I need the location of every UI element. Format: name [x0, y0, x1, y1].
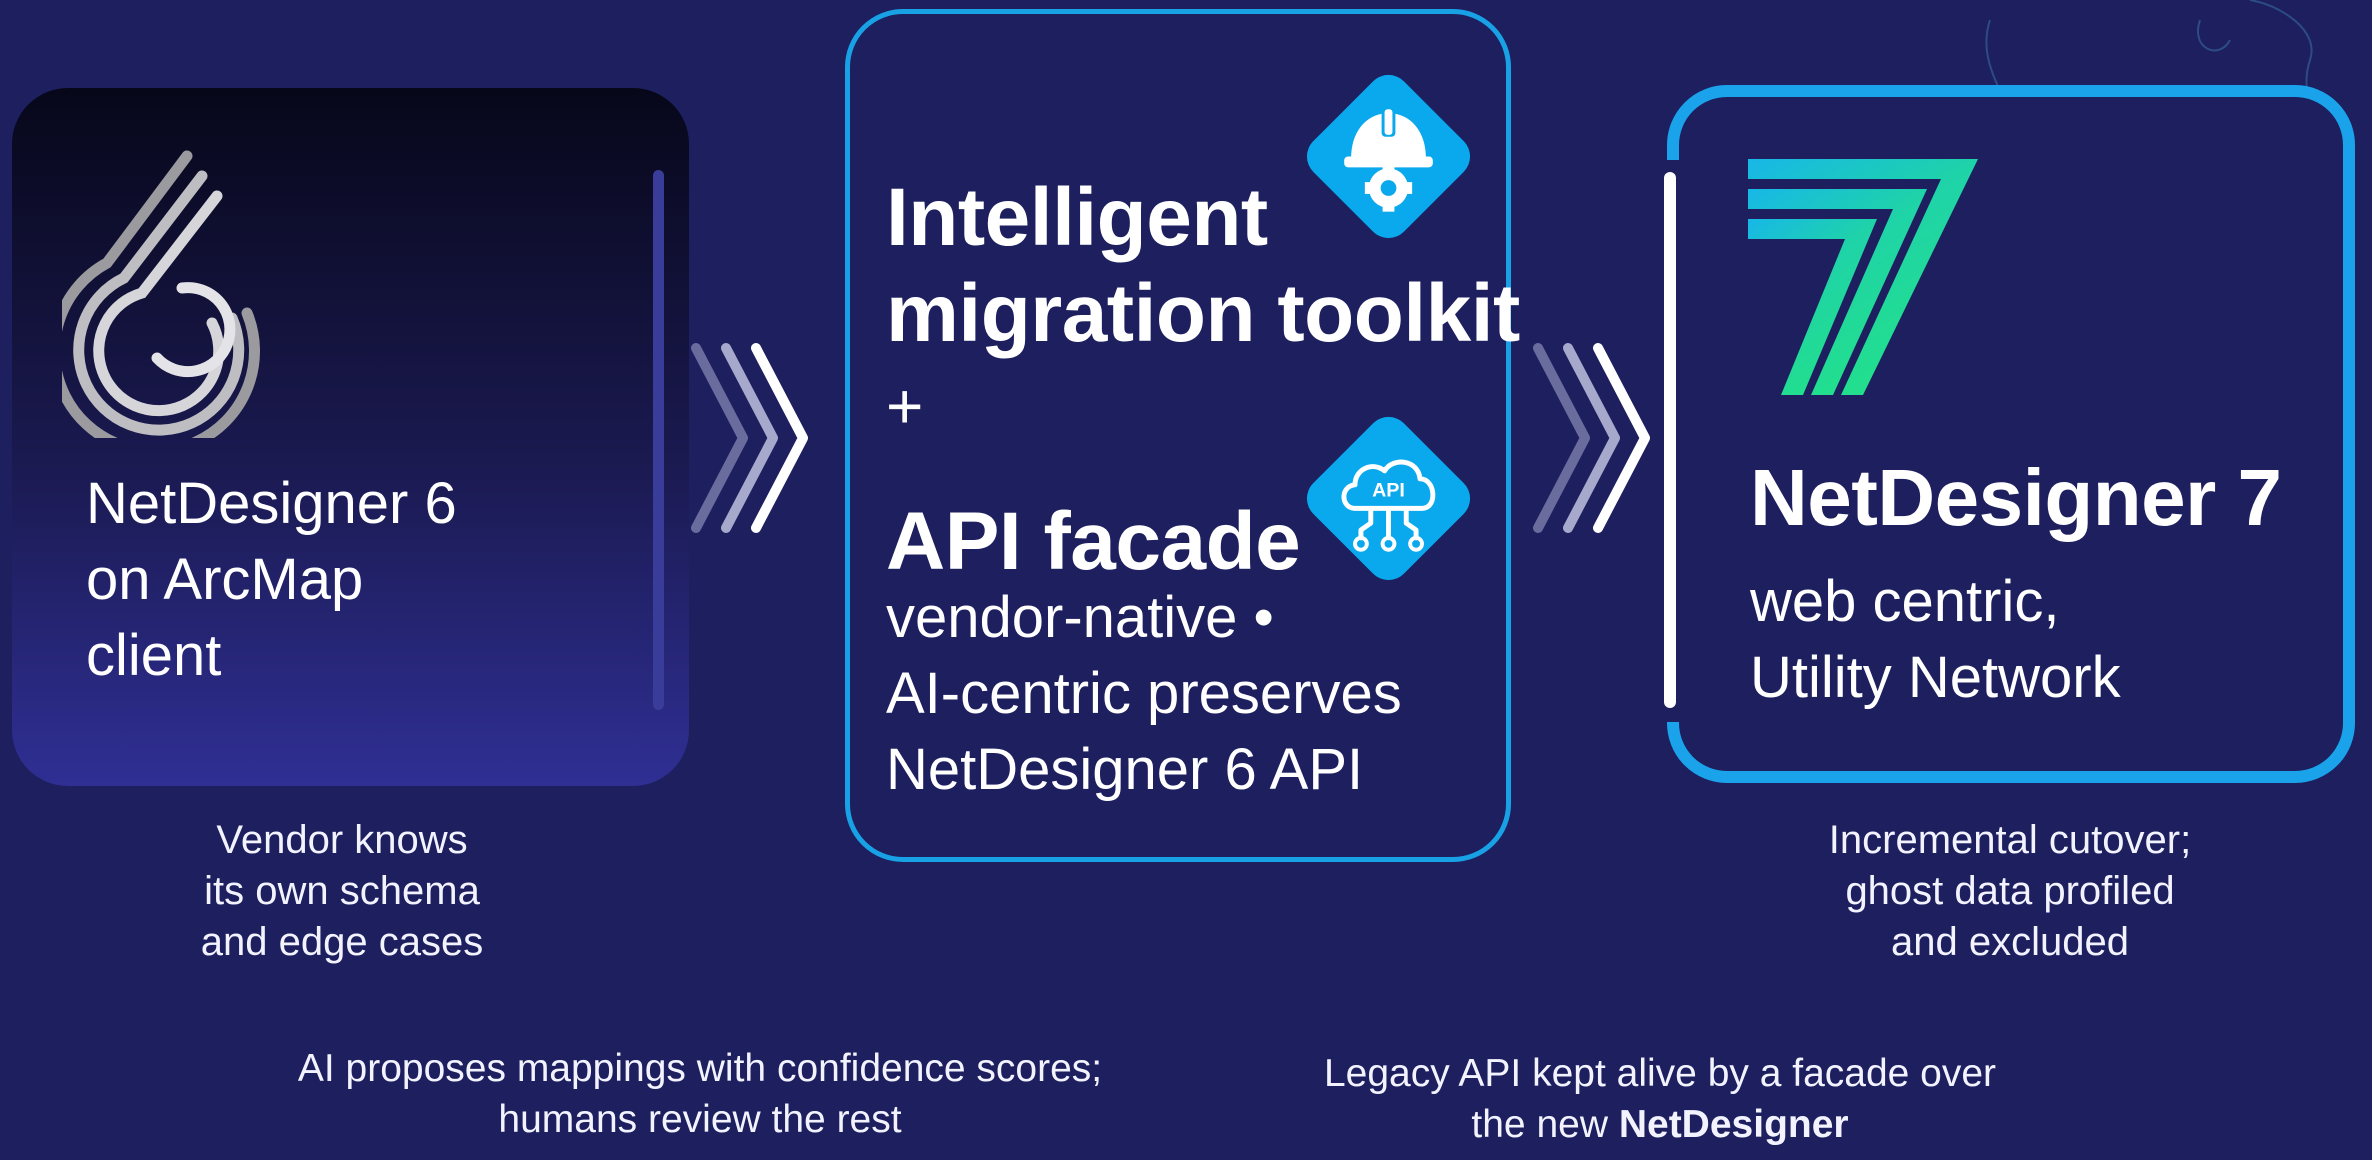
plus-sign: +	[886, 370, 924, 442]
api-icon-label: API	[1372, 480, 1405, 502]
note-line: AI proposes mappings with confidence sco…	[297, 1047, 1103, 1090]
caption-line: and edge cases	[200, 920, 484, 964]
netdesigner-7-subtitle: web centric, Utility Network	[1750, 564, 2121, 716]
description-line: NetDesigner 6 API	[886, 737, 1364, 802]
chevron-arrows-icon	[691, 343, 808, 533]
caption-line: Incremental cutover;	[1828, 818, 2192, 862]
netdesigner-6-title: NetDesigner 6 on ArcMap client	[86, 466, 646, 694]
netdesigner-7-logo-icon	[1748, 159, 1978, 395]
right-caption: Incremental cutover; ghost data profiled…	[1760, 815, 2260, 968]
description-line: AI-centric preserves	[886, 661, 1402, 726]
heading-line: migration toolkit	[886, 268, 1520, 359]
netdesigner-6-logo-icon	[62, 150, 260, 438]
api-facade-heading: API facade	[886, 496, 1301, 587]
note-bold-text: NetDesigner	[1618, 1103, 1849, 1146]
engineer-gear-icon	[1306, 74, 1471, 239]
netdesigner-7-title: NetDesigner 7	[1750, 453, 2282, 542]
card-accent-bar	[1664, 172, 1676, 708]
api-facade-description: vendor-native • AI-centric preserves Net…	[886, 580, 1402, 808]
heading-line: Intelligent	[886, 172, 1268, 263]
caption-line: its own schema	[204, 869, 480, 913]
chevron-arrows-icon	[1533, 343, 1650, 533]
left-caption: Vendor knows its own schema and edge cas…	[142, 815, 542, 968]
subtitle-line: web centric,	[1750, 569, 2060, 634]
caption-line: Vendor knows	[216, 818, 468, 862]
description-line: vendor-native •	[886, 585, 1274, 650]
note-line: humans review the rest	[498, 1098, 902, 1141]
title-line: client	[86, 623, 222, 688]
netdesigner-6-card	[12, 88, 689, 786]
note-line: the new NetDesigner	[1260, 1099, 2060, 1150]
subtitle-line: Utility Network	[1750, 645, 2121, 710]
caption-line: ghost data profiled	[1845, 869, 2175, 913]
title-line: NetDesigner 6	[86, 471, 457, 536]
bottom-note-ai-mappings: AI proposes mappings with confidence sco…	[240, 1043, 1160, 1145]
note-text: the new	[1471, 1103, 1619, 1146]
cloud-api-icon: API	[1306, 416, 1471, 581]
note-line: Legacy API kept alive by a facade over	[1323, 1052, 1997, 1095]
title-line: on ArcMap	[86, 547, 364, 612]
caption-line: and excluded	[1891, 920, 2129, 964]
card-scrollbar-decoration	[653, 170, 664, 710]
toolkit-heading: Intelligent migration toolkit	[886, 170, 1520, 362]
bottom-note-legacy-api: Legacy API kept alive by a facade over t…	[1260, 1048, 2060, 1150]
